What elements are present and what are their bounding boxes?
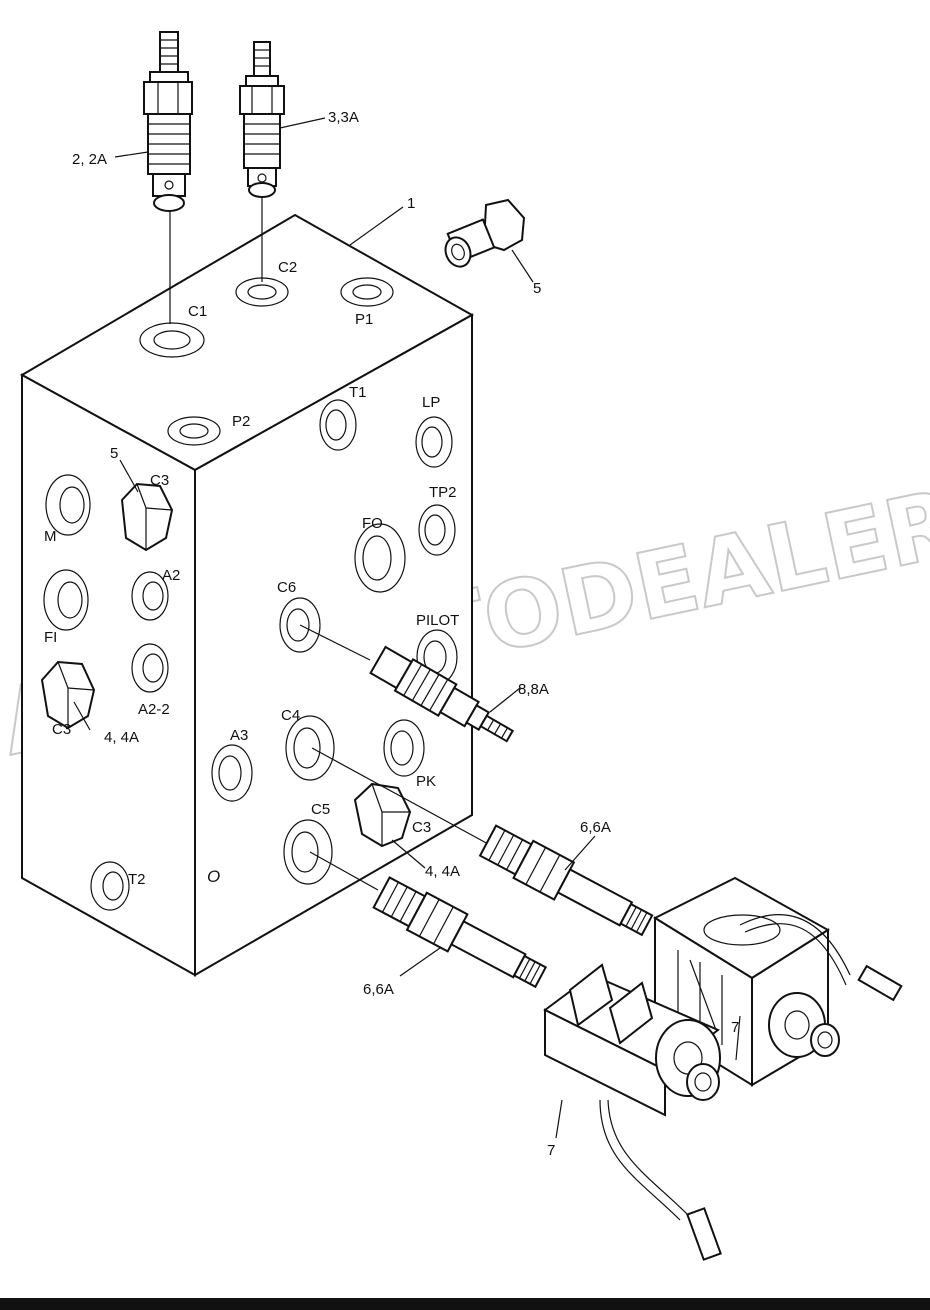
label-part-4-left: 4, 4A [104,729,139,746]
hex-plug-c3-upper [120,482,174,552]
label-part-5-top: 5 [533,280,541,297]
label-part-7-right: 7 [731,1019,739,1036]
solenoid-coil-left [543,963,722,1261]
cartridge-8 [299,624,515,743]
label-part-4-right: 4, 4A [425,863,460,880]
label-port-p2: P2 [232,413,250,430]
label-part-2: 2, 2A [72,151,107,168]
label-port-c3-right: C3 [412,819,431,836]
cartridge-6-lower [309,851,548,989]
label-port-c6: C6 [277,579,296,596]
label-port-a2-2: A2-2 [138,701,170,718]
label-port-pk: PK [416,773,436,790]
label-port-c4: C4 [281,707,300,724]
label-part-7-left: 7 [547,1142,555,1159]
label-port-t2: T2 [128,871,146,888]
label-port-fo: FO [362,515,383,532]
label-port-fi: FI [44,629,57,646]
hex-plug-c3-right [353,782,412,848]
label-port-tp2: TP2 [429,484,457,501]
label-port-p1: P1 [355,311,373,328]
label-part-5-left: 5 [110,445,118,462]
left-face-ports [43,474,169,911]
leader-lines [73,117,741,1139]
label-port-o: O [207,867,220,886]
label-port-c5: C5 [311,801,330,818]
cartridge-6-upper [311,747,654,937]
label-port-c1: C1 [188,303,207,320]
solenoid-coil-right [652,876,903,1087]
label-part-1: 1 [407,195,415,212]
cartridge-3 [239,41,285,282]
label-port-a3: A3 [230,727,248,744]
label-port-c3-upper: C3 [150,472,169,489]
valve-block [19,213,475,977]
label-part-3: 3,3A [328,109,359,126]
labels: 2, 2A 3,3A 1 5 C2 C1 P1 T1 LP P2 5 C3 TP… [44,109,739,1159]
label-port-lp: LP [422,394,440,411]
label-port-pilot: PILOT [416,612,459,629]
label-port-t1: T1 [349,384,367,401]
footer-bar [0,1298,930,1310]
plug-5 [444,198,526,268]
hex-plug-c3-lower [40,660,96,730]
cartridge-2 [143,31,193,324]
label-part-6-right: 6,6A [580,819,611,836]
label-port-a2: A2 [162,567,180,584]
label-port-c3-lower: C3 [52,721,71,738]
label-part-8: 8,8A [518,681,549,698]
label-part-6-bottom: 6,6A [363,981,394,998]
label-port-m: M [44,528,57,545]
label-port-c2: C2 [278,259,297,276]
